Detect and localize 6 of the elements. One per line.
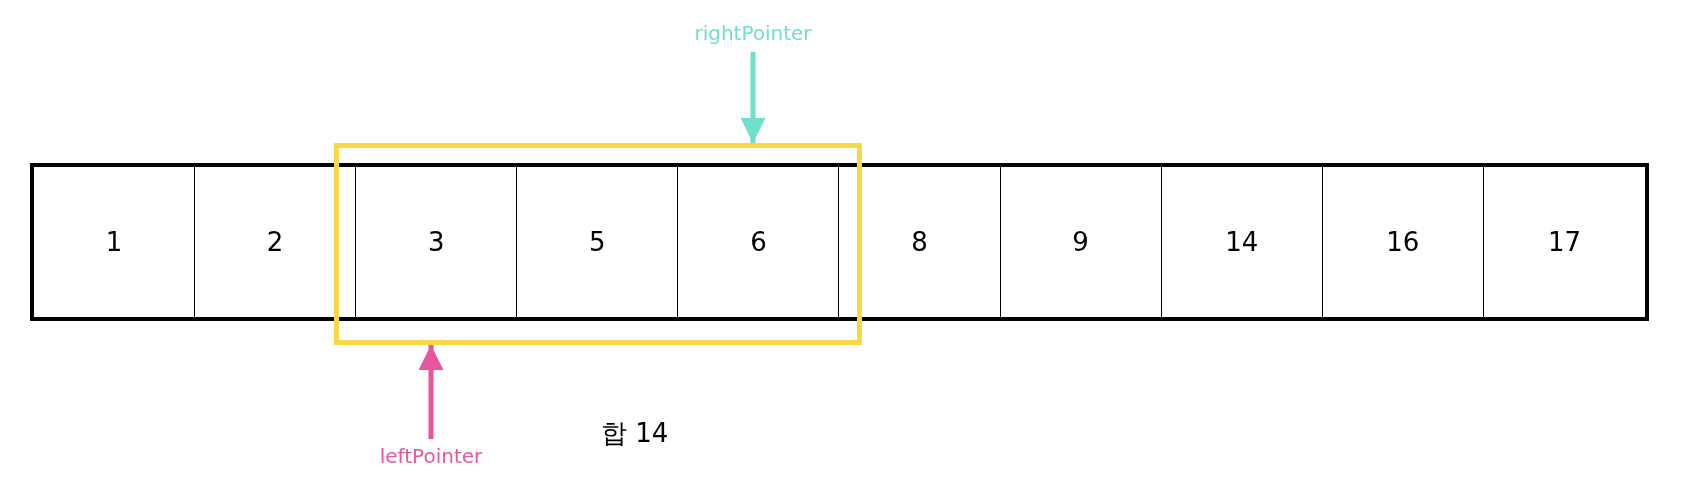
sum-label: 합 14 (601, 417, 669, 450)
pointer-label: rightPointer (653, 18, 853, 48)
arrow (740, 52, 766, 143)
window-highlight (334, 143, 862, 345)
pointer-label: leftPointer (331, 441, 531, 471)
arrow (418, 345, 444, 439)
